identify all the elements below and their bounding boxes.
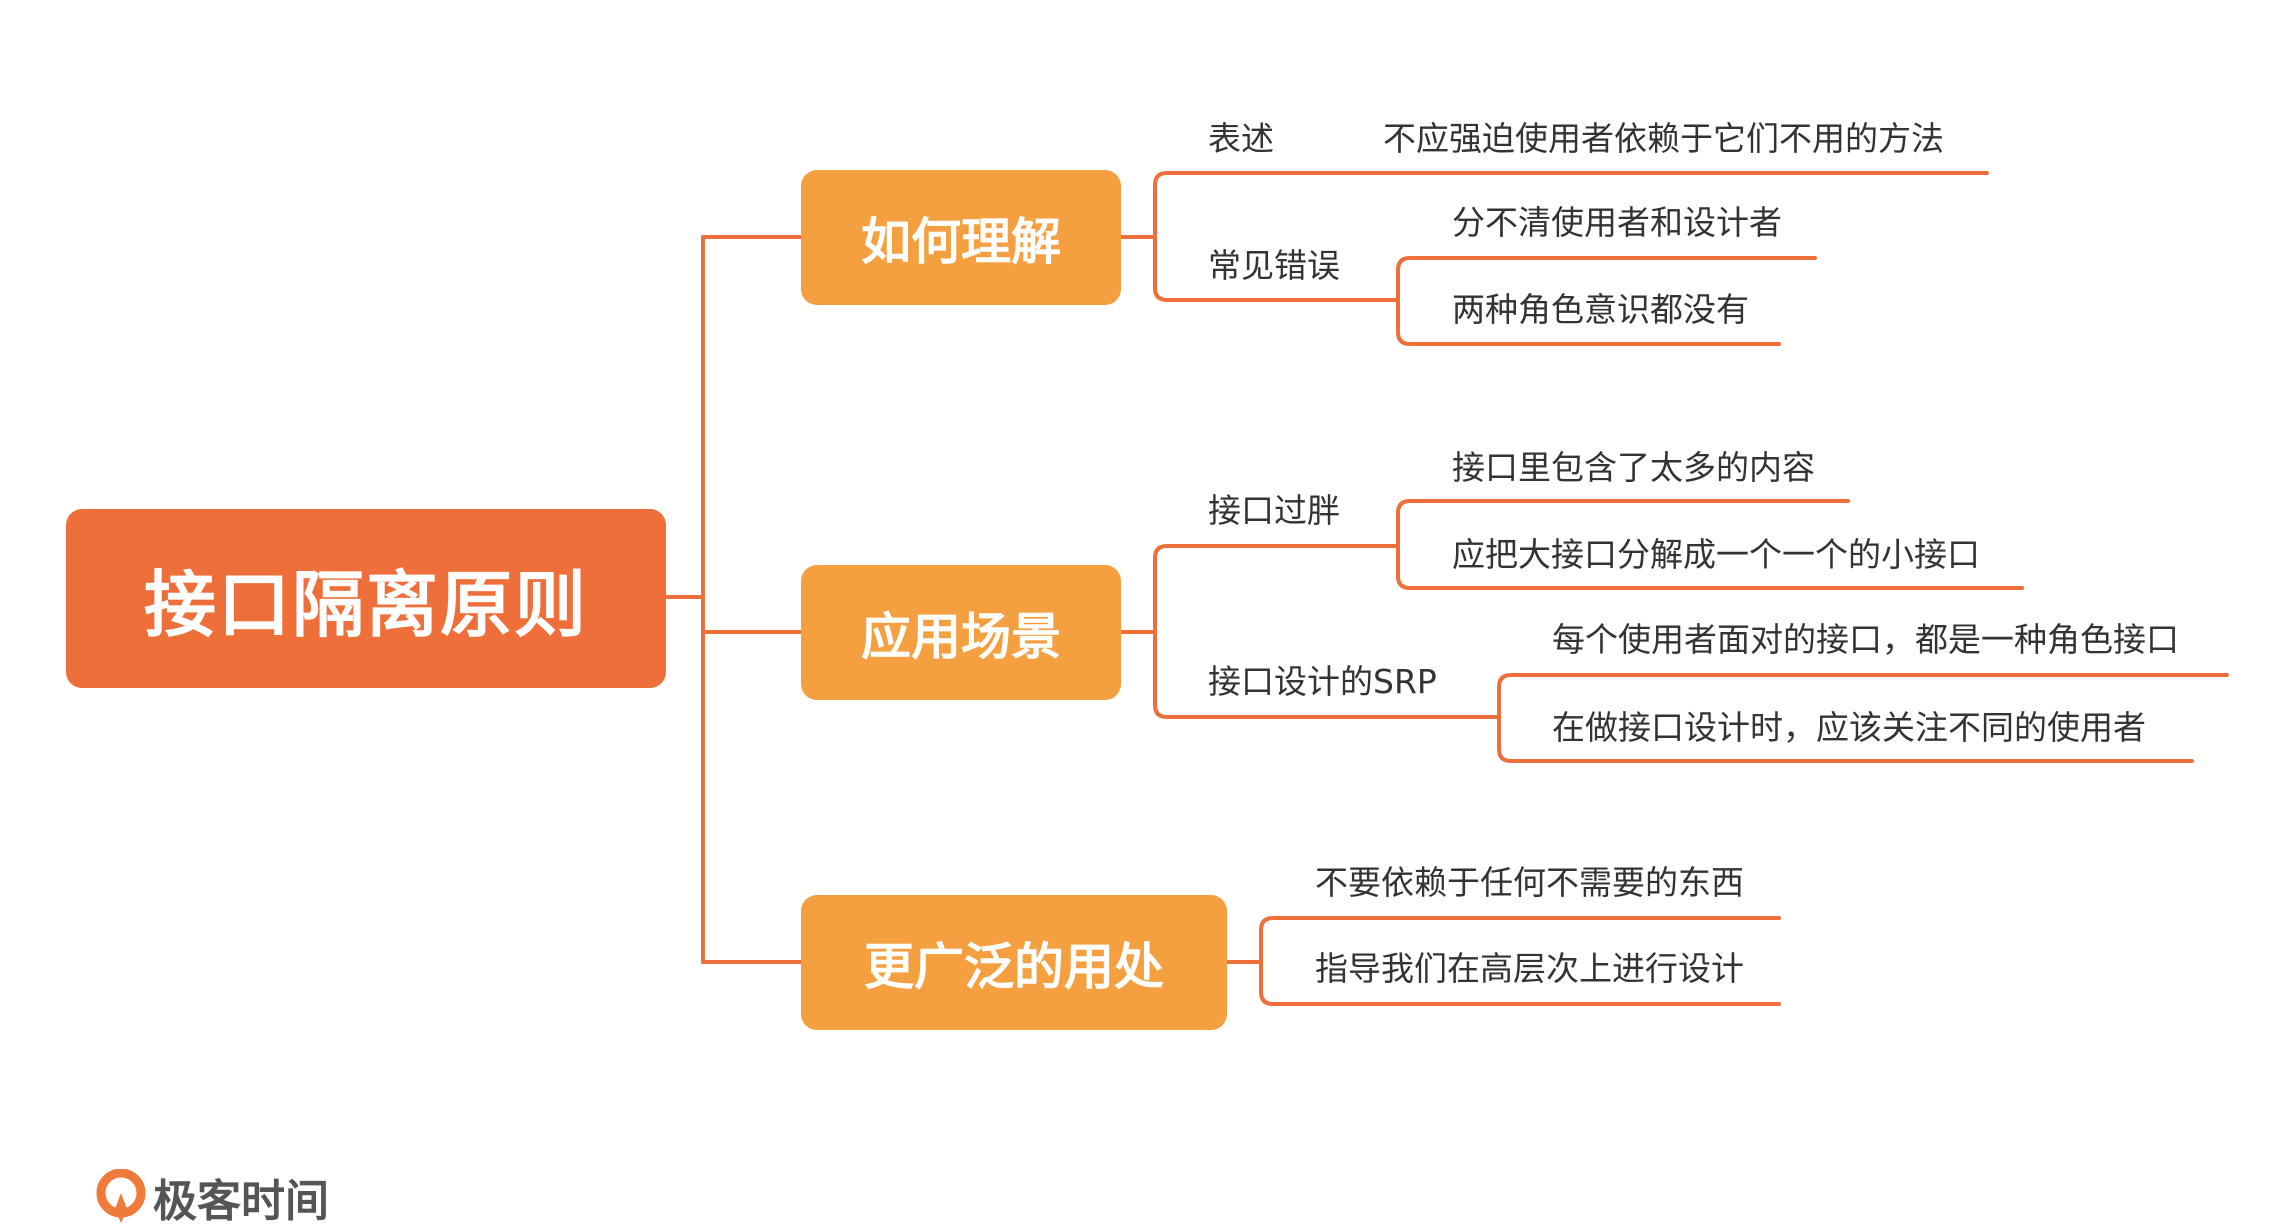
- node-interface-srp[interactable]: 接口设计的SRP: [1208, 662, 1437, 701]
- node-common-mistakes[interactable]: 常见错误: [1208, 246, 1340, 285]
- node-fat-1[interactable]: 接口里包含了太多的内容: [1452, 448, 1815, 487]
- node-srp-1[interactable]: 每个使用者面对的接口，都是一种角色接口: [1552, 620, 2179, 659]
- node-broader-1[interactable]: 不要依赖于任何不需要的东西: [1315, 863, 1744, 902]
- root-node[interactable]: 接口隔离原则: [66, 509, 666, 688]
- geektime-logo: 极客时间: [95, 1165, 329, 1229]
- node-srp-2[interactable]: 在做接口设计时，应该关注不同的使用者: [1552, 708, 2146, 747]
- node-mistake-2[interactable]: 两种角色意识都没有: [1452, 290, 1749, 329]
- geektime-logo-icon: [96, 1169, 146, 1223]
- branch-node-broader-use[interactable]: 更广泛的用处: [801, 895, 1227, 1030]
- underline-biaoshu: [1153, 171, 1989, 239]
- node-broader-2[interactable]: 指导我们在高层次上进行设计: [1315, 949, 1744, 988]
- node-fat-interface[interactable]: 接口过胖: [1208, 491, 1340, 530]
- logo-text: 极客时间: [153, 1176, 329, 1227]
- node-mistake-1[interactable]: 分不清使用者和设计者: [1452, 203, 1782, 242]
- branch-node-understanding[interactable]: 如何理解: [801, 170, 1121, 305]
- node-fat-2[interactable]: 应把大接口分解成一个一个的小接口: [1452, 535, 1980, 574]
- node-biaoshu[interactable]: 表述: [1208, 119, 1274, 158]
- node-statement[interactable]: 不应强迫使用者依赖于它们不用的方法: [1383, 119, 1944, 158]
- underline-changjiancuowu: [1153, 235, 1400, 302]
- branch-node-scenarios[interactable]: 应用场景: [801, 565, 1121, 700]
